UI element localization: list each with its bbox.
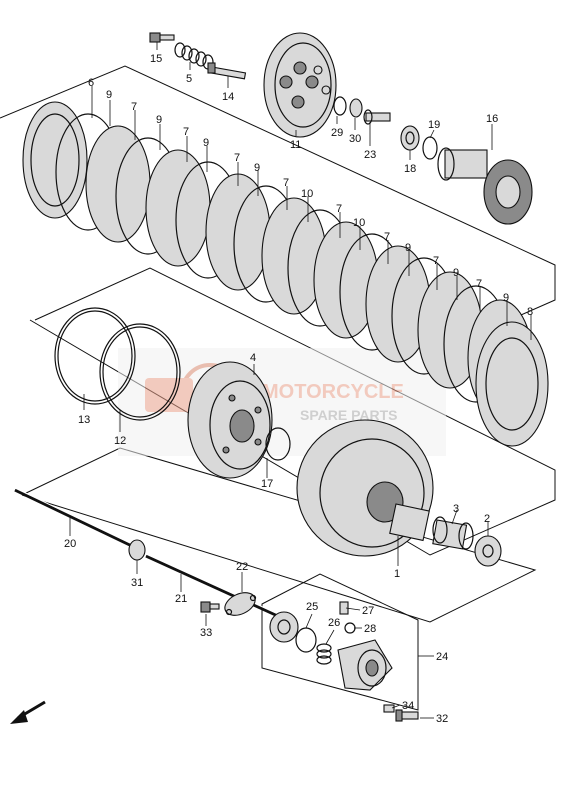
callout-10: 10 <box>353 217 365 229</box>
callout-21: 21 <box>175 593 187 605</box>
callout-9: 9 <box>203 137 209 149</box>
callout-3: 3 <box>453 503 459 515</box>
callout-13: 13 <box>78 414 90 426</box>
clutch-plate-part-8 <box>475 321 549 447</box>
nut-part-18 <box>400 125 420 151</box>
arrow-down-left-icon <box>10 700 46 724</box>
callout-9: 9 <box>254 162 260 174</box>
callout-7: 7 <box>476 278 482 290</box>
callout-11: 11 <box>290 139 301 151</box>
callout-4: 4 <box>250 352 256 364</box>
callout-25: 25 <box>306 601 318 613</box>
bearing-part-30 <box>349 98 363 118</box>
spacer-part-2 <box>474 535 502 567</box>
needle-bearing-part-3 <box>432 516 474 550</box>
spring-part-26 <box>316 643 332 665</box>
callout-2: 2 <box>484 513 490 525</box>
callout-7: 7 <box>183 126 189 138</box>
washer-part-17 <box>265 427 291 461</box>
callout-7: 7 <box>336 203 342 215</box>
callout-labels: 6 9 7 9 7 9 7 9 7 10 7 10 7 9 7 9 7 9 8 … <box>64 53 533 725</box>
driven-plate-part-7b <box>145 149 211 267</box>
release-cylinder-part-24 <box>337 639 393 691</box>
ball-part-31 <box>128 539 146 561</box>
pressure-plate-group <box>149 32 533 225</box>
watermark: MOTORCYCLE SPARE PARTS <box>118 348 446 456</box>
wire-ring-part-13 <box>54 307 136 405</box>
callout-14: 14 <box>222 91 234 103</box>
washer-part-29 <box>333 96 347 116</box>
callout-29: 29 <box>331 127 343 139</box>
callout-7: 7 <box>384 231 390 243</box>
watermark-line2: SPARE PARTS <box>300 407 398 423</box>
callout-9: 9 <box>453 267 459 279</box>
callout-30: 30 <box>349 133 361 145</box>
callout-31: 31 <box>131 577 143 589</box>
pressure-plate-part-11 <box>263 32 337 138</box>
callout-23: 23 <box>364 149 376 161</box>
clutch-plate-part-6 <box>22 101 88 219</box>
callout-7: 7 <box>283 177 289 189</box>
leader-lines <box>69 42 532 719</box>
watermark-logo-badge <box>145 378 193 412</box>
callout-7: 7 <box>234 152 240 164</box>
callout-6: 6 <box>88 77 94 89</box>
callout-9: 9 <box>405 242 411 254</box>
callout-19: 19 <box>428 119 440 131</box>
callout-7: 7 <box>433 255 439 267</box>
callout-20: 20 <box>64 538 76 550</box>
driven-plate-part-7a <box>85 125 151 243</box>
oil-seal-part-25b <box>295 627 317 653</box>
callout-9: 9 <box>156 114 162 126</box>
pushrod-part-14 <box>207 62 247 80</box>
spring-ring-part-12 <box>99 323 181 421</box>
primary-driven-gear-part-1 <box>296 419 434 557</box>
bolt-part-15 <box>149 32 175 43</box>
bolt-part-32 <box>395 709 419 722</box>
callout-33: 33 <box>200 627 212 639</box>
dowel-part-34 <box>383 704 395 713</box>
callout-22: 22 <box>236 561 248 573</box>
clutch-hub-part-4 <box>187 361 273 479</box>
callout-9: 9 <box>106 89 112 101</box>
frame-release-group <box>261 573 419 711</box>
spring-part-5 <box>174 42 214 70</box>
damper-hub-part-16 <box>437 147 533 225</box>
washer-part-19 <box>422 136 438 160</box>
gasket-part-22 <box>224 592 257 616</box>
rod-part-23 <box>363 109 391 125</box>
callout-15: 15 <box>150 53 162 65</box>
callout-16: 16 <box>486 113 498 125</box>
clutch-plate-part-8-inner <box>485 337 539 431</box>
clutch-plate-stack <box>22 101 549 447</box>
callout-32: 32 <box>436 713 448 725</box>
callout-17: 17 <box>261 478 273 490</box>
callout-7: 7 <box>131 101 137 113</box>
wire-rings <box>54 307 181 421</box>
frame-hub-group <box>21 447 537 623</box>
bolt-part-33 <box>200 601 220 613</box>
callout-27: 27 <box>362 605 374 617</box>
callout-26: 26 <box>328 617 340 629</box>
cap-part-28 <box>344 622 356 634</box>
callout-24: 24 <box>436 651 448 663</box>
callout-1: 1 <box>394 568 400 580</box>
callout-28: 28 <box>364 623 376 635</box>
callout-34: 34 <box>402 700 414 712</box>
callout-9: 9 <box>503 292 509 304</box>
callout-18: 18 <box>404 163 416 175</box>
watermark-line1: MOTORCYCLE <box>262 381 404 403</box>
push-rod-part-20 <box>14 487 131 547</box>
callout-8: 8 <box>527 306 533 318</box>
callout-10: 10 <box>301 188 313 200</box>
bearing-part-25 <box>269 611 299 643</box>
clutch-plate-part-6-inner <box>30 113 80 207</box>
callout-5: 5 <box>186 73 192 85</box>
release-assembly-group <box>269 601 419 722</box>
push-rod-part-21 <box>145 553 279 618</box>
callout-12: 12 <box>114 435 126 447</box>
